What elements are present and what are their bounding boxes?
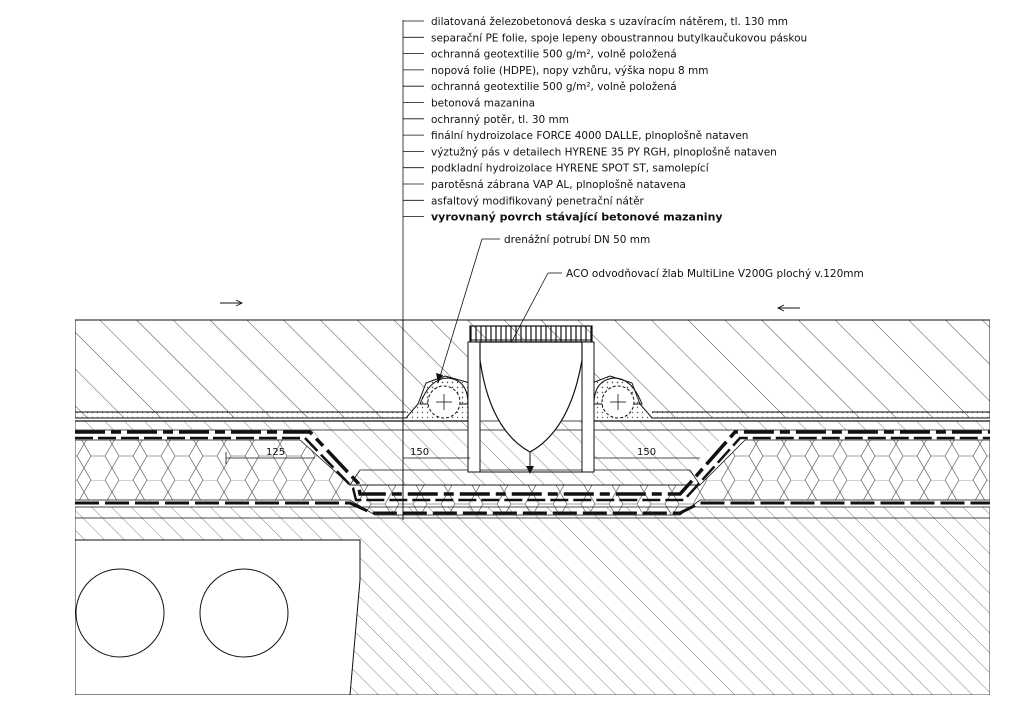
layer-label: vyrovnaný povrch stávající betonové maza… [431, 211, 723, 224]
dimension-right: 150 [594, 447, 700, 459]
channel-label: ACO odvodňovací žlab MultiLine V200G plo… [566, 268, 864, 280]
drain-pipe-right [593, 377, 643, 419]
layer-label: ochranný potěr, tl. 30 mm [431, 114, 569, 126]
drain-pipe-left [419, 377, 469, 419]
layer-label: výztužný pás v detailech HYRENE 35 PY RG… [431, 146, 777, 158]
slope-arrow-right [776, 304, 800, 312]
section-body [75, 319, 990, 695]
dimension-left: 125 [225, 447, 315, 464]
layer-label: ochranná geotextilie 500 g/m², volně pol… [431, 49, 677, 61]
layer-labels: dilatovaná železobetonová deska s uzavír… [403, 16, 807, 224]
layer-label: podkladní hydroizolace HYRENE SPOT ST, s… [431, 163, 710, 175]
dimension-center-label: 150 [410, 447, 429, 458]
dimension-center: 150 [403, 447, 470, 459]
layer-label: asfaltový modifikovaný penetrační nátěr [431, 195, 645, 207]
layer-label: separační PE folie, spoje lepeny oboustr… [431, 32, 807, 44]
layer-label: parotěsná zábrana VAP AL, plnoplošně nat… [431, 179, 686, 191]
layer-annotation-stack: dilatovaná železobetonová deska s uzavír… [402, 16, 807, 520]
layer-label: ochranná geotextilie 500 g/m², volně pol… [431, 81, 677, 93]
layer-label: finální hydroizolace FORCE 4000 DALLE, p… [431, 130, 748, 142]
layer-label: nopová folie (HDPE), nopy vzhůru, výška … [431, 65, 708, 77]
aco-drainage-channel [467, 325, 595, 474]
dimension-right-label: 150 [637, 447, 656, 458]
layer-label: dilatovaná železobetonová deska s uzavír… [431, 16, 788, 28]
dimension-left-label: 125 [266, 447, 285, 458]
layer-label: betonová mazanina [431, 98, 535, 110]
slope-arrow-left [220, 299, 244, 307]
channel-body [479, 341, 583, 453]
drain-pipe-label: drenážní potrubí DN 50 mm [504, 234, 650, 246]
channel-grate [469, 325, 593, 343]
